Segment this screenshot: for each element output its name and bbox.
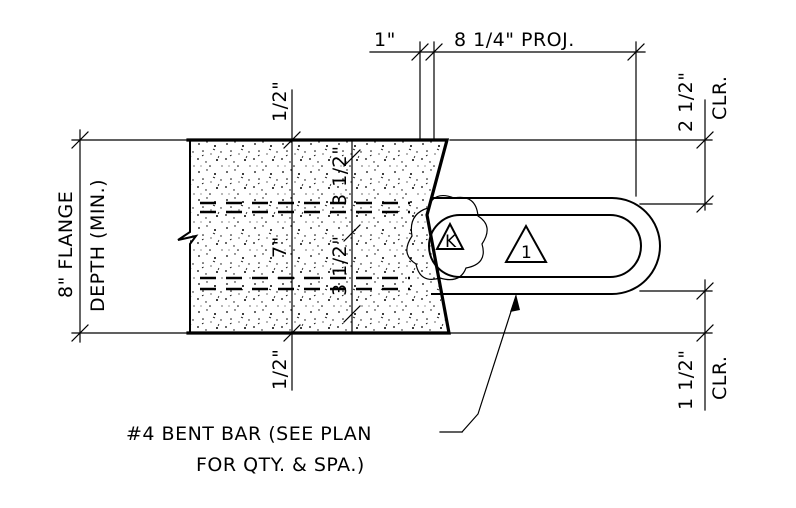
one-mark-label: 1 — [521, 243, 532, 263]
tick-internal-mid-3 — [343, 305, 361, 323]
tick-right-bottom-1 — [696, 282, 714, 300]
dim-bottom-clear: 1 1/2" — [675, 350, 697, 410]
tick-internal-mid-2 — [343, 224, 361, 242]
revision-cloud — [406, 195, 488, 281]
dim-top-clear-tag: CLR. — [709, 76, 731, 120]
tick-internal-bottom — [283, 324, 301, 342]
dim-cover-1in: 1" — [374, 29, 396, 51]
bent-bar-outer — [431, 197, 661, 295]
dim-bottom-clear-tag: CLR. — [709, 356, 731, 400]
bent-bar-inner — [428, 214, 642, 278]
dim-projection: 8 1/4" PROJ. — [454, 29, 575, 51]
one-mark-triangle — [504, 223, 548, 263]
tick-right-top-2 — [696, 195, 714, 213]
left-break-line — [177, 139, 199, 334]
dim-three-half-lower: 3 1/2" — [329, 236, 351, 296]
tick-flange-top — [71, 131, 89, 149]
callout-arrowhead — [510, 294, 520, 312]
k-mark-triangle — [435, 221, 465, 250]
tick-right-bottom-2 — [696, 324, 714, 342]
callout-leader — [461, 295, 517, 433]
k-mark-label: K — [445, 232, 457, 252]
callout-line2: FOR QTY. & SPA.) — [196, 454, 365, 476]
tick-flange-bottom — [71, 324, 89, 342]
dim-top-clear: 2 1/2" — [675, 72, 697, 132]
dim-seven: 7" — [269, 236, 291, 258]
flange-label-line2: DEPTH (MIN.) — [87, 179, 109, 312]
tick-internal-top — [283, 131, 301, 149]
dim-half-bottom: 1/2" — [269, 349, 291, 390]
tick-right-top-1 — [696, 131, 714, 149]
dim-half-top: 1/2" — [269, 81, 291, 122]
dim-three-half-upper: 3 1/2" — [329, 146, 351, 206]
tick-top-1 — [411, 43, 429, 61]
callout-line1: #4 BENT BAR (SEE PLAN — [126, 423, 372, 445]
flange-label-line1: 8" FLANGE — [55, 191, 77, 298]
tick-top-3 — [627, 43, 645, 61]
tick-internal-mid-1 — [343, 149, 361, 167]
tick-top-2 — [425, 43, 443, 61]
flange-edge-outline — [186, 138, 451, 335]
concrete-section — [190, 140, 447, 333]
